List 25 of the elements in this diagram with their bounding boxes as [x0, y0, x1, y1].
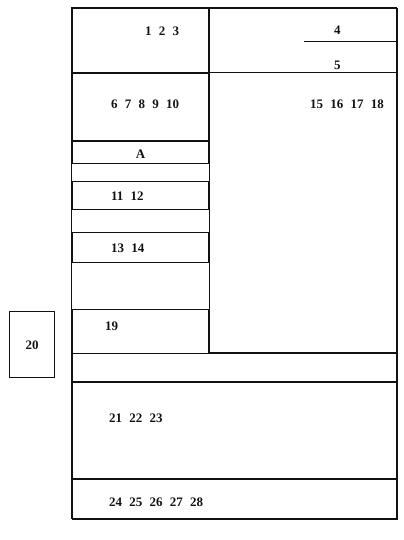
section-box: [72, 8, 209, 73]
part-numbers: 19: [105, 318, 118, 333]
part-numbers: 24 25 26 27 28: [109, 494, 203, 509]
part-numbers: 13 14: [111, 240, 144, 255]
section-box: [72, 479, 398, 520]
part-numbers: 15 16 17 18: [310, 96, 384, 111]
section-box: [72, 309, 209, 354]
part-numbers: 20: [24, 337, 40, 352]
section-box: [9, 311, 55, 378]
part-numbers: 5: [334, 57, 340, 72]
section-box: [72, 181, 209, 210]
section-box: [209, 72, 398, 353]
part-numbers: 21 22 23: [109, 410, 162, 425]
section-box: [72, 73, 209, 141]
section-box: [72, 232, 209, 263]
part-numbers: 1 2 3: [145, 23, 179, 38]
part-numbers: 6 7 8 9 10: [111, 96, 179, 111]
section-box: [72, 141, 209, 164]
part-numbers: 11 12: [111, 188, 144, 203]
part-numbers: 4: [334, 22, 340, 37]
section-box: [72, 353, 398, 382]
part-numbers: A: [134, 146, 146, 161]
section-box: [209, 8, 398, 73]
layout-frame: [71, 7, 397, 519]
section-box: [72, 382, 398, 479]
